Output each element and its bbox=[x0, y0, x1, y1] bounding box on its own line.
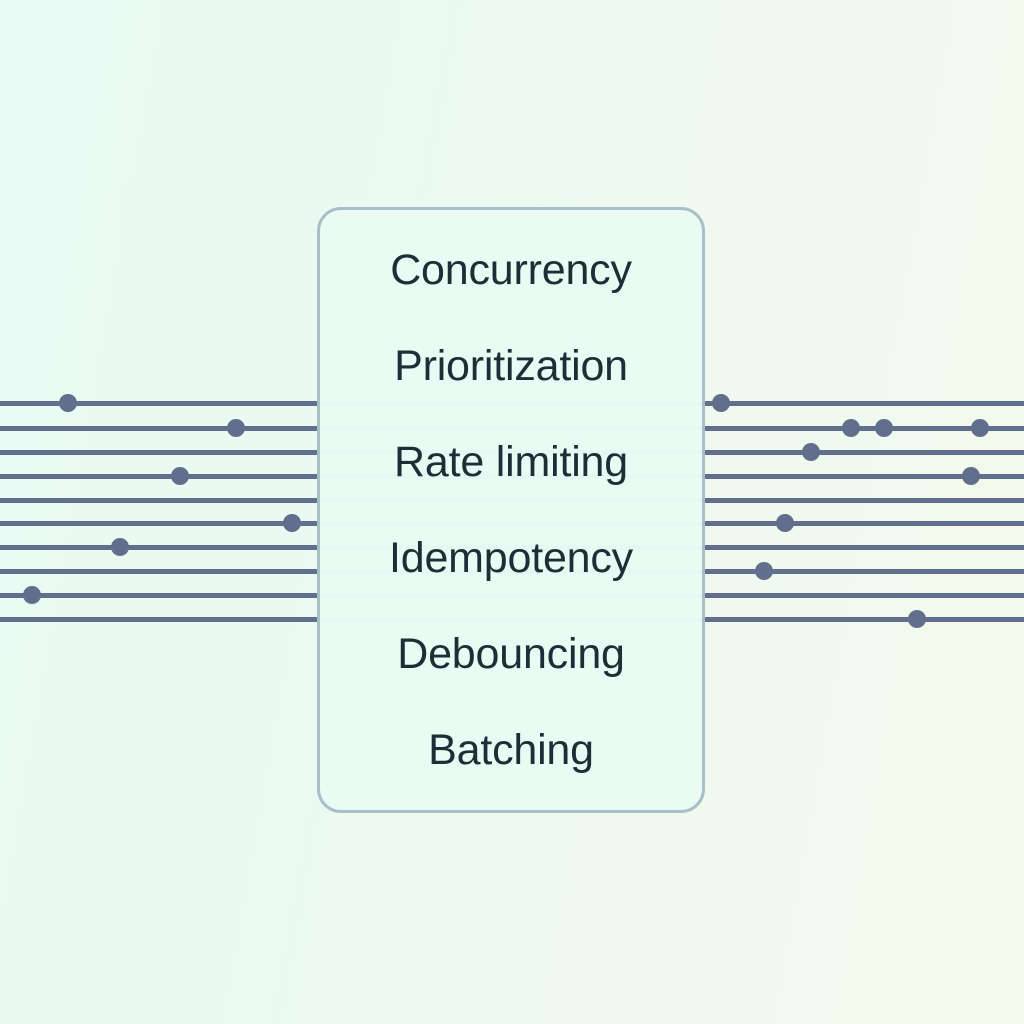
rail-left bbox=[0, 616, 317, 622]
card-item: Batching bbox=[428, 726, 594, 774]
rail-left bbox=[0, 497, 317, 503]
rail-dot-left bbox=[23, 586, 41, 604]
card-item: Concurrency bbox=[390, 246, 632, 294]
rail-left bbox=[0, 592, 317, 598]
rail-left bbox=[0, 449, 317, 455]
rail-right bbox=[705, 568, 1024, 574]
rail-right bbox=[705, 592, 1024, 598]
rail-right bbox=[705, 616, 1024, 622]
rail-dot-right bbox=[962, 467, 980, 485]
rail-left bbox=[0, 520, 317, 526]
rail-dot-left bbox=[111, 538, 129, 556]
rail-dot-right bbox=[971, 419, 989, 437]
rail-right bbox=[705, 544, 1024, 550]
rail-dot-right bbox=[908, 610, 926, 628]
rail-right bbox=[705, 425, 1024, 431]
rail-dot-right bbox=[802, 443, 820, 461]
card-item: Prioritization bbox=[394, 342, 628, 390]
rail-left bbox=[0, 425, 317, 431]
rail-left bbox=[0, 400, 317, 406]
rail-right bbox=[705, 449, 1024, 455]
rail-dot-left bbox=[171, 467, 189, 485]
rail-dot-right bbox=[842, 419, 860, 437]
rail-left bbox=[0, 544, 317, 550]
rail-right bbox=[705, 473, 1024, 479]
rail-dot-right bbox=[776, 514, 794, 532]
rail-dot-left bbox=[59, 394, 77, 412]
rail-left bbox=[0, 473, 317, 479]
rail-right bbox=[705, 497, 1024, 503]
rail-dot-left bbox=[283, 514, 301, 532]
rail-left bbox=[0, 568, 317, 574]
card-item: Rate limiting bbox=[394, 438, 628, 486]
rail-dot-right bbox=[712, 394, 730, 412]
rail-right bbox=[705, 400, 1024, 406]
rail-dot-right bbox=[875, 419, 893, 437]
card-item: Idempotency bbox=[388, 534, 633, 582]
card-item: Debouncing bbox=[397, 630, 625, 678]
rail-right bbox=[705, 520, 1024, 526]
rail-dot-left bbox=[227, 419, 245, 437]
rail-dot-right bbox=[755, 562, 773, 580]
